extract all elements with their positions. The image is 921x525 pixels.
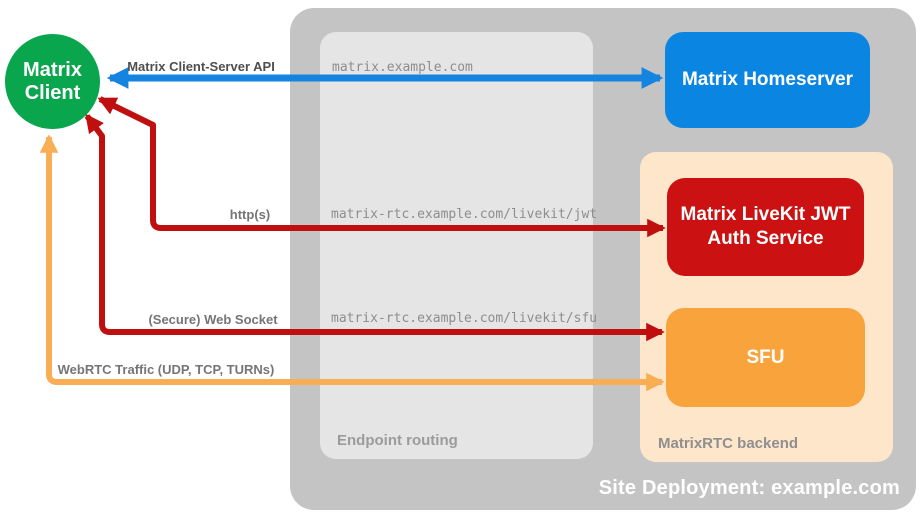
matrix-client-label: Matrix Client (23, 58, 82, 104)
matrix-homeserver-node: Matrix Homeserver (665, 32, 870, 128)
websocket-arrow-label: (Secure) Web Socket (148, 312, 278, 327)
endpoint-routing-container: Endpoint routing (320, 32, 593, 459)
jwt-endpoint-url: matrix-rtc.example.com/livekit/jwt (331, 207, 598, 222)
homeserver-endpoint-url: matrix.example.com (332, 60, 473, 75)
matrix-homeserver-label: Matrix Homeserver (681, 69, 854, 91)
jwt-auth-service-label: Matrix LiveKit JWT Auth Service (680, 204, 851, 249)
sfu-endpoint-url: matrix-rtc.example.com/livekit/sfu (331, 311, 598, 326)
sfu-label: SFU (746, 346, 785, 368)
sfu-node: SFU (666, 308, 865, 407)
site-deployment-title: Site Deployment: example.com (598, 477, 900, 499)
client-server-api-arrow-label: Matrix Client-Server API (127, 59, 275, 74)
webrtc-traffic-arrow-label: WebRTC Traffic (UDP, TCP, TURNs) (57, 362, 275, 377)
jwt-auth-service-node: Matrix LiveKit JWT Auth Service (667, 178, 864, 276)
endpoint-routing-label: Endpoint routing (337, 432, 458, 449)
matrixrtc-backend-label: MatrixRTC backend (658, 435, 799, 452)
matrix-client-node: Matrix Client (5, 34, 100, 129)
https-arrow-label: http(s) (229, 207, 271, 222)
